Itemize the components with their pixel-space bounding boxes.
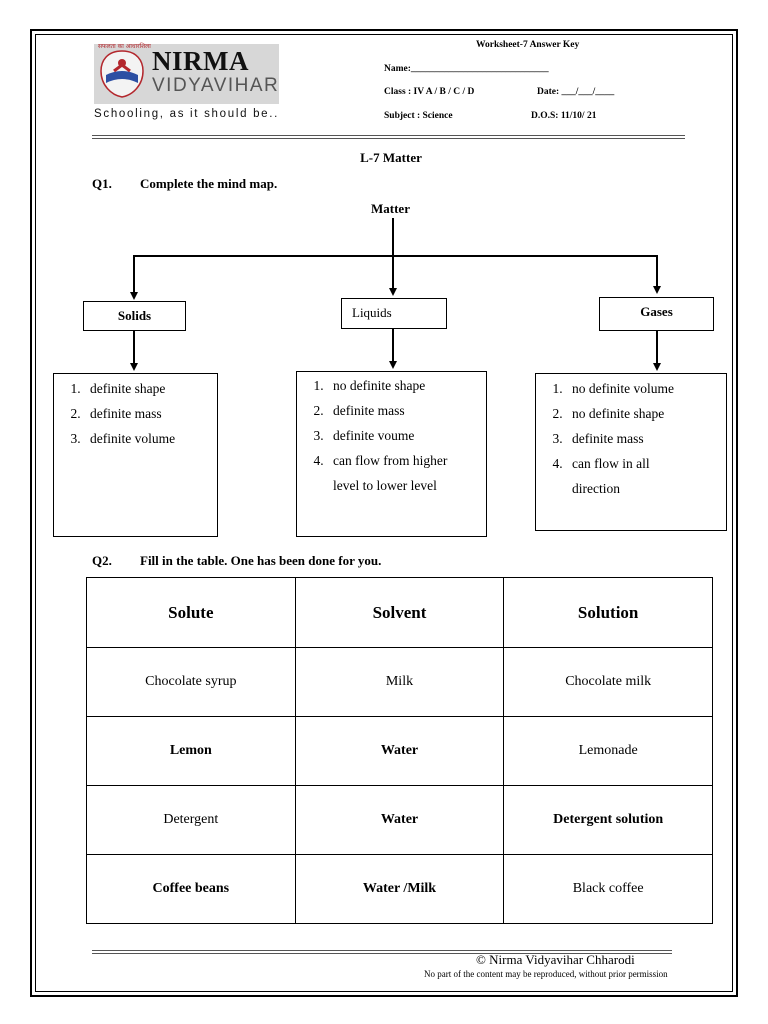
table-header-row: Solute Solvent Solution [86, 577, 713, 648]
table-cell: Water /Milk [294, 854, 505, 924]
arrow-liquids [389, 288, 397, 296]
table-row: Chocolate syrup Milk Chocolate milk [86, 647, 713, 717]
connector-solids-list [133, 331, 135, 363]
list-item: definite mass [84, 401, 217, 426]
gases-list: no definite volume no definite shape def… [535, 373, 727, 531]
category-solids: Solids [83, 301, 186, 331]
table-cell: Lemon [86, 716, 296, 786]
list-item: definite mass [566, 426, 726, 451]
footer-notice: No part of the content may be reproduced… [424, 969, 668, 979]
header-solvent: Solvent [294, 577, 505, 648]
list-item: can flow from higher level to lower leve… [327, 448, 486, 498]
header-rule [92, 135, 685, 136]
table-cell: Black coffee [503, 854, 713, 924]
logo-subtitle: VIDYAVIHAR [152, 75, 280, 96]
connector-liquids [392, 255, 394, 289]
list-item: definite volume [84, 426, 217, 451]
connector-root [392, 218, 394, 256]
connector-liquids-list [392, 329, 394, 361]
table-cell: Milk [294, 647, 505, 717]
connector-horizontal [133, 255, 658, 257]
list-item: no definite shape [566, 401, 726, 426]
arrow-solids [130, 292, 138, 300]
worksheet-title: Worksheet-7 Answer Key [476, 40, 580, 50]
arrow-gases [653, 286, 661, 294]
table-cell: Chocolate syrup [86, 647, 296, 717]
table-cell: Detergent solution [503, 785, 713, 855]
table-row: Coffee beans Water /Milk Black coffee [86, 854, 713, 924]
tagline: Schooling, as it should be.. [94, 108, 280, 120]
connector-gases-list [656, 331, 658, 363]
header-rule-2 [92, 138, 685, 139]
table-row: Lemon Water Lemonade [86, 716, 713, 786]
arrow-liquids-list [389, 361, 397, 369]
list-item: can flow in all direction [566, 451, 726, 501]
q2-text: Fill in the table. One has been done for… [140, 553, 382, 568]
solution-table: Solute Solvent Solution Chocolate syrup … [86, 577, 713, 924]
footer-rule [92, 950, 672, 951]
list-item: definite mass [327, 398, 486, 423]
header-solute: Solute [86, 577, 296, 648]
page-border-inner [35, 34, 733, 992]
table-cell: Chocolate milk [503, 647, 713, 717]
logo-title: NIRMA [152, 46, 249, 76]
liquids-list: no definite shape definite mass definite… [296, 371, 487, 537]
dos-field: D.O.S: 11/10/ 21 [531, 111, 597, 121]
class-field: Class : IV A / B / C / D [384, 87, 475, 97]
list-item: definite voume [327, 423, 486, 448]
solids-list: definite shape definite mass definite vo… [53, 373, 218, 537]
list-item: definite shape [84, 376, 217, 401]
subject-field: Subject : Science [384, 111, 453, 121]
category-liquids: Liquids [341, 298, 447, 329]
mindmap-root: Matter [371, 201, 410, 216]
connector-solids [133, 255, 135, 293]
table-cell: Coffee beans [86, 854, 296, 924]
table-cell: Water [294, 716, 505, 786]
table-cell: Detergent [86, 785, 296, 855]
category-gases: Gases [599, 297, 714, 331]
footer-rule-2 [92, 953, 672, 954]
name-field: Name:_____________________________ [384, 64, 549, 74]
lesson-title: L-7 Matter [360, 150, 422, 165]
date-field: Date: ___/___/____ [537, 87, 615, 97]
list-item: no definite shape [327, 373, 486, 398]
logo-hindi-text: सफलता का आधारशिला [98, 43, 151, 50]
table-cell: Lemonade [503, 716, 713, 786]
school-emblem-icon [100, 50, 144, 98]
q2-number: Q2. [92, 553, 112, 568]
q1-text: Complete the mind map. [140, 176, 278, 191]
table-cell: Water [294, 785, 505, 855]
header-solution: Solution [503, 577, 713, 648]
arrow-gases-list [653, 363, 661, 371]
footer-copyright: © Nirma Vidyavihar Chharodi [476, 952, 635, 967]
table-row: Detergent Water Detergent solution [86, 785, 713, 855]
list-item: no definite volume [566, 376, 726, 401]
connector-gases [656, 255, 658, 287]
arrow-solids-list [130, 363, 138, 371]
page-border-outer [30, 29, 738, 997]
q1-number: Q1. [92, 176, 112, 191]
